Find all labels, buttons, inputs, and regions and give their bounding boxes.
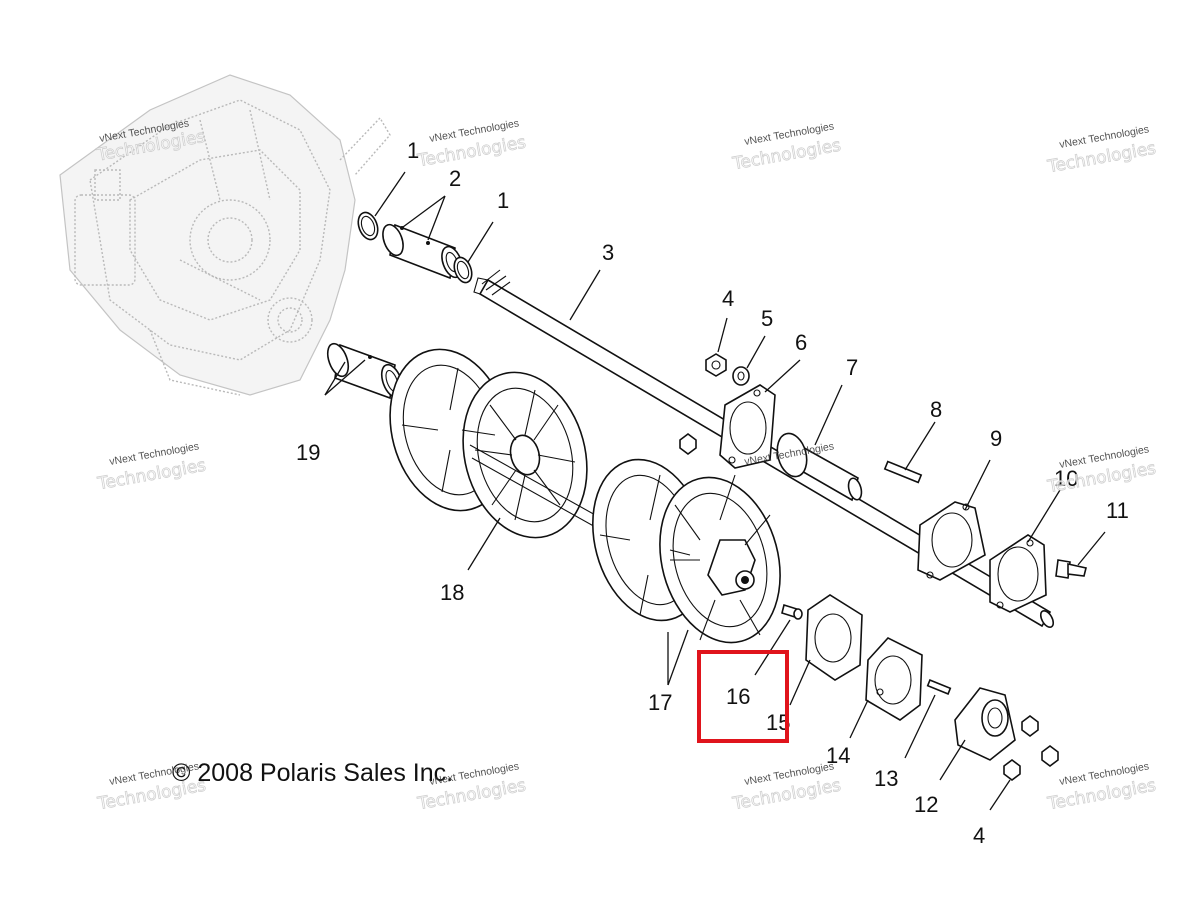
highlight-box-16 <box>697 650 789 743</box>
watermark-7: vNext Technologies Technologies <box>1045 443 1158 497</box>
plate-14 <box>865 637 923 721</box>
watermark-11: vNext Technologies Technologies <box>1045 760 1158 814</box>
callout-16: 16 <box>726 684 750 709</box>
o-ring-1-left <box>357 211 379 241</box>
watermark-10: vNext Technologies Technologies <box>730 760 843 814</box>
callout-19: 19 <box>296 440 320 465</box>
callout-6: 6 <box>795 330 807 355</box>
o-ring-1-left-inner <box>360 215 376 237</box>
nut-4-bottom <box>1003 715 1059 781</box>
washer-5 <box>732 366 750 386</box>
callout-10: 10 <box>1054 466 1078 491</box>
callout-9: 9 <box>990 426 1002 451</box>
watermark-4: vNext Technologies Technologies <box>1045 123 1158 177</box>
driver-18 <box>389 348 588 539</box>
callout-1-upper: 1 <box>407 138 419 163</box>
flange-6 <box>719 384 776 469</box>
driver-17 <box>591 458 781 644</box>
callout-14: 14 <box>826 743 850 768</box>
watermark-3: vNext Technologies Technologies <box>730 120 843 174</box>
copyright-text: © 2008 Polaris Sales Inc. <box>172 759 453 787</box>
plate-15 <box>805 594 863 681</box>
gearcase-ghost <box>59 74 391 396</box>
callout-4-lower: 4 <box>973 823 985 848</box>
pin-16-part <box>781 603 803 620</box>
bolt-11 <box>1055 559 1087 579</box>
callouts: 1 2 1 3 4 5 6 7 8 9 10 11 19 18 17 16 15… <box>296 138 1129 848</box>
callout-2: 2 <box>449 166 461 191</box>
callout-17: 17 <box>648 690 672 715</box>
seal-9 <box>917 501 986 581</box>
key-8 <box>883 460 923 484</box>
callout-13: 13 <box>874 766 898 791</box>
bearing-19 <box>326 342 404 400</box>
watermark-2: vNext Technologies Technologies <box>415 117 528 171</box>
pin-13 <box>926 679 952 695</box>
hub-7 <box>776 432 863 502</box>
nut-4-top <box>705 353 727 377</box>
callout-7: 7 <box>846 355 858 380</box>
bearing-2 <box>382 223 463 280</box>
o-ring-1-right-inner <box>456 260 470 280</box>
leader-lines <box>324 171 1106 811</box>
callout-4-upper: 4 <box>722 286 734 311</box>
callout-12: 12 <box>914 792 938 817</box>
watermark-8: vNext Technologies Technologies <box>95 760 208 814</box>
seal-10 <box>989 534 1047 613</box>
watermark-5: vNext Technologies Technologies <box>95 440 208 494</box>
callout-5: 5 <box>761 306 773 331</box>
callout-3: 3 <box>602 240 614 265</box>
nut-small <box>679 433 697 455</box>
callout-11: 11 <box>1106 498 1129 523</box>
housing-12 <box>954 687 1016 761</box>
callout-8: 8 <box>930 397 942 422</box>
callout-1-lower: 1 <box>497 188 509 213</box>
o-ring-1-right <box>453 256 473 284</box>
callout-18: 18 <box>440 580 464 605</box>
